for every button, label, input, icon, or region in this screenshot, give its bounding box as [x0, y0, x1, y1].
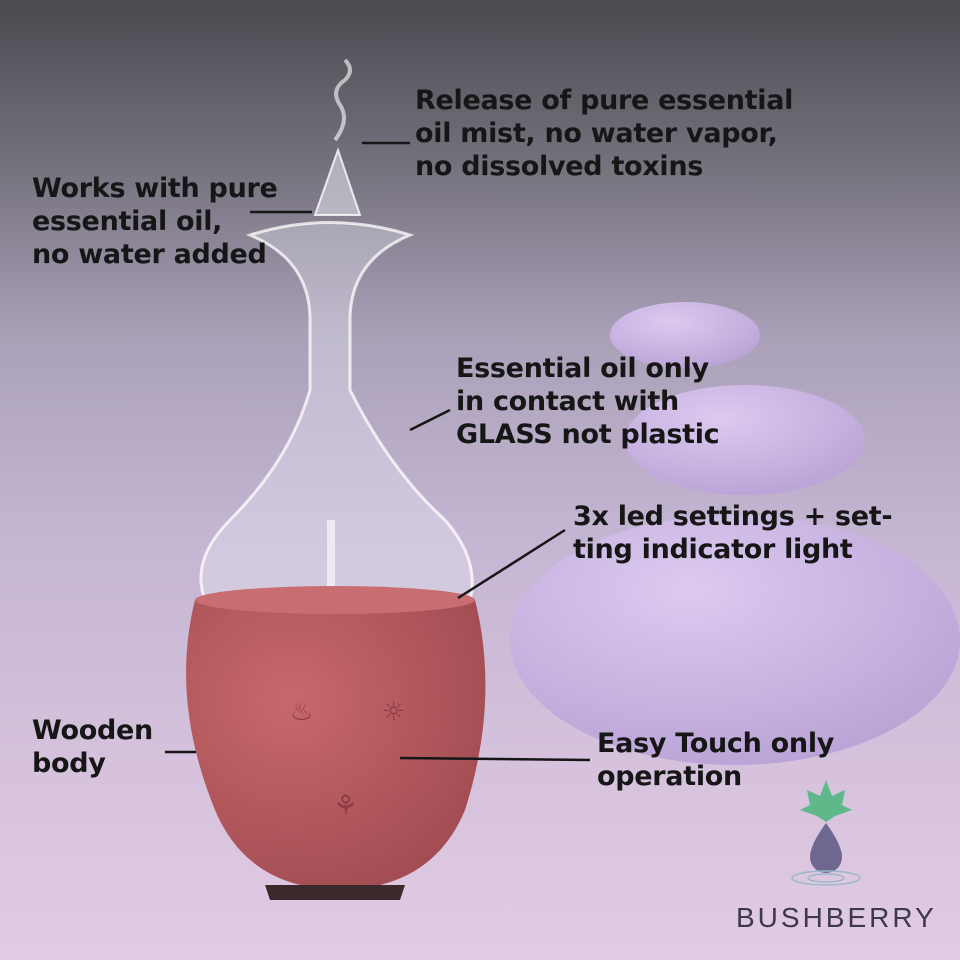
brand-logo [791, 780, 861, 886]
callout-glass-contact: Essential oil only in contact with GLASS… [456, 353, 720, 450]
leader-lines [165, 141, 591, 762]
mist-mode-icon: ♨ [290, 697, 313, 727]
diffuser: ♨ ☼ ⚘ [186, 58, 486, 900]
power-lotus-icon: ⚘ [333, 789, 358, 822]
brand-name: BUSHBERRY [736, 902, 937, 933]
callout-led-settings: 3x led settings + set- ting indicator li… [573, 501, 893, 565]
callout-pure-oil: Works with pure essential oil, no water … [32, 173, 278, 270]
drop-icon [810, 823, 842, 873]
callout-mist-release: Release of pure essential oil mist, no w… [415, 85, 794, 182]
callout-wooden-body: Wooden body [32, 715, 153, 779]
callout-easy-touch: Easy Touch only operation [597, 728, 835, 792]
leaf-icon [800, 780, 852, 822]
light-icon: ☼ [382, 697, 405, 727]
stones [510, 302, 960, 765]
